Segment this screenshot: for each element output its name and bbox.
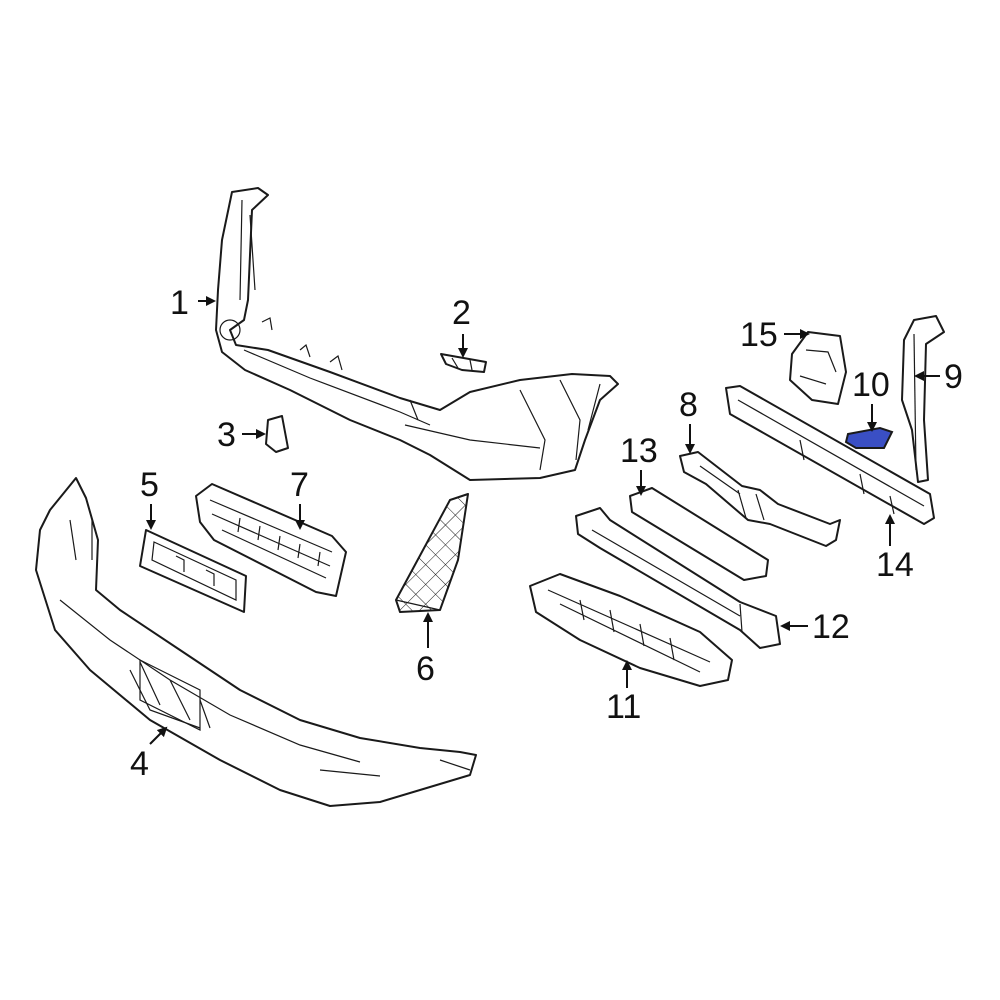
part-10-highlighted-bracket — [844, 426, 894, 449]
callout-3: 3 — [217, 416, 236, 454]
callout-13: 13 — [620, 432, 658, 470]
part-1-upper-bumper-cover — [215, 187, 619, 481]
callout-8: 8 — [679, 386, 698, 424]
part-7-grille-support — [195, 483, 347, 597]
callout-9: 9 — [944, 358, 963, 396]
part-13-foam-bar — [629, 487, 769, 581]
callout-4: 4 — [130, 745, 149, 783]
callout-labels: 1 2 3 4 5 6 7 8 9 10 11 12 13 14 15 — [130, 284, 963, 783]
part-9-side-bracket — [901, 315, 945, 483]
part-15-mount-bracket — [789, 331, 847, 405]
callout-2: 2 — [452, 294, 471, 332]
part-2-bracket — [440, 353, 487, 373]
part-14-impact-bar — [725, 385, 935, 525]
callout-10: 10 — [852, 366, 890, 404]
callout-14: 14 — [876, 546, 914, 584]
part-5-plate-bracket — [139, 529, 247, 613]
callout-12: 12 — [812, 608, 850, 646]
part-11-under-shield — [529, 573, 733, 687]
callout-15: 15 — [740, 316, 778, 354]
part-3-clip — [265, 415, 289, 453]
part-4-lower-bumper-cover — [35, 477, 477, 807]
callout-11: 11 — [606, 688, 641, 726]
callout-5: 5 — [140, 466, 159, 504]
leader-4 — [149, 726, 168, 745]
highlight-fill — [844, 426, 894, 449]
callout-1: 1 — [170, 284, 189, 322]
part-8-reinforcement-bracket — [679, 451, 841, 547]
part-6-side-grille — [395, 493, 469, 613]
callout-7: 7 — [290, 466, 309, 504]
leader-lines — [146, 296, 940, 745]
callout-6: 6 — [416, 650, 435, 688]
part-12-energy-absorber — [575, 507, 781, 649]
